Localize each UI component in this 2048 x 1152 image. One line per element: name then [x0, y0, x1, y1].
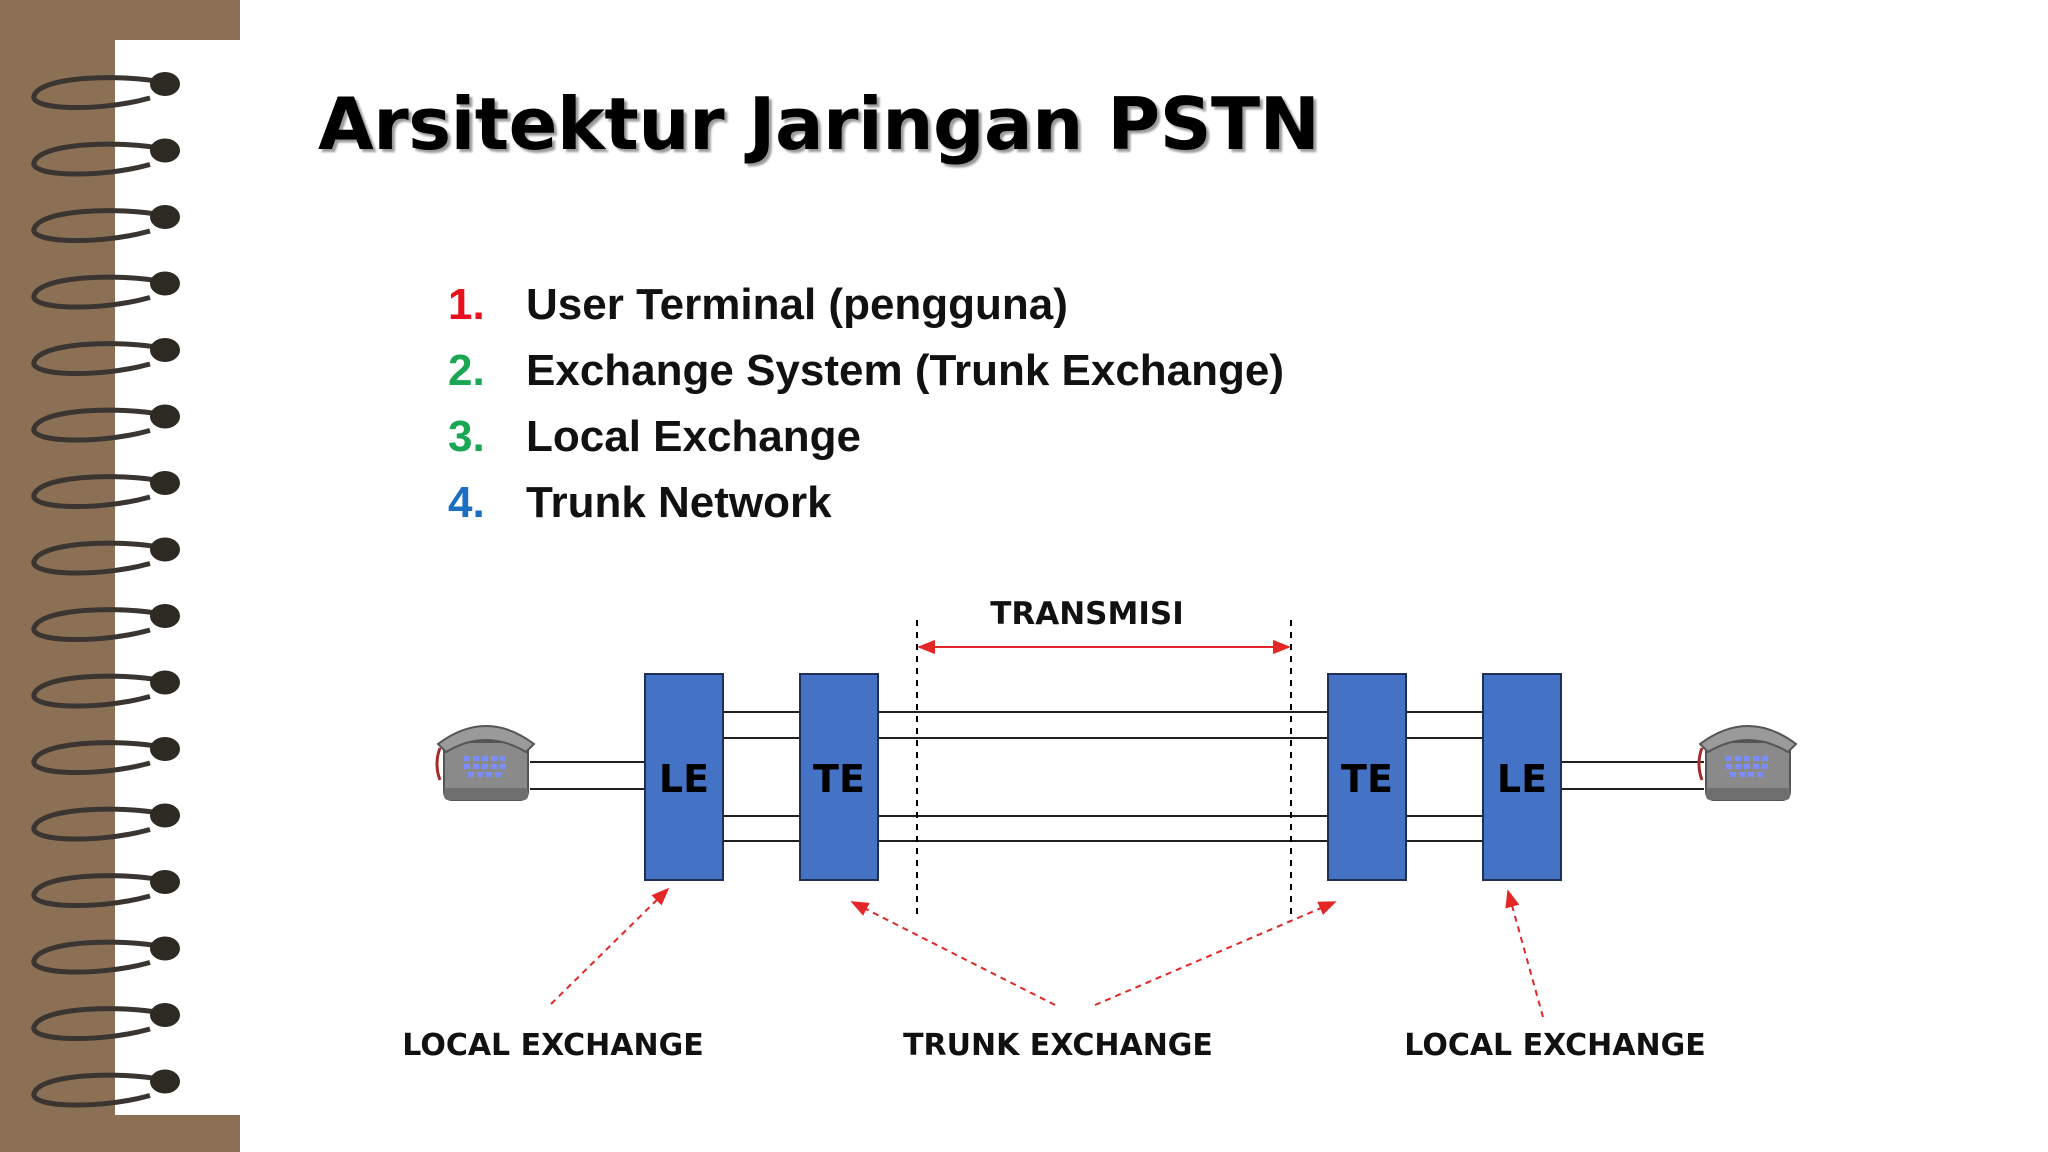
node-label: TE	[813, 757, 865, 801]
agenda-item-number: 2.	[448, 346, 485, 395]
local-exchange-left: LE	[644, 673, 724, 881]
spiral-ring	[31, 407, 163, 443]
spiral-ring	[31, 939, 163, 975]
binder-hole	[150, 737, 180, 761]
slide-title: Arsitektur Jaringan PSTN	[318, 82, 1320, 166]
agenda-item-number: 4.	[448, 478, 485, 527]
agenda-list: 1. User Terminal (pengguna) 2. Exchange Sy…	[448, 272, 1284, 536]
node-label: LE	[659, 757, 709, 801]
binder-hole	[150, 471, 180, 495]
spiral-ring	[31, 208, 163, 243]
spiral-ring	[31, 873, 163, 908]
binder-hole	[150, 72, 180, 96]
binder-hole	[150, 1003, 180, 1027]
subscriber-lines	[530, 761, 1704, 790]
binder-hole	[150, 803, 180, 828]
binder-hole	[150, 604, 180, 628]
telephone-icon	[1697, 725, 1798, 801]
agenda-item: 3. Local Exchange	[448, 404, 1284, 470]
agenda-item-number: 3.	[448, 412, 485, 461]
spiral-ring	[31, 274, 163, 310]
agenda-item: 4. Trunk Network	[448, 470, 1284, 536]
spiral-ring	[31, 1006, 163, 1041]
binder-hole	[150, 1069, 180, 1094]
spiral-ring	[31, 341, 163, 376]
agenda-item-text: Trunk Network	[526, 478, 832, 527]
callout-trunk-exchange: TRUNK EXCHANGE	[903, 1028, 1213, 1063]
trunk-exchange-left: TE	[799, 673, 879, 881]
spiral-ring	[31, 740, 163, 775]
agenda-item: 2. Exchange System (Trunk Exchange)	[448, 338, 1284, 404]
callout-local-exchange-left: LOCAL EXCHANGE	[402, 1028, 703, 1063]
trunk-exchange-right: TE	[1327, 673, 1407, 881]
agenda-item: 1. User Terminal (pengguna)	[448, 272, 1284, 338]
node-label: LE	[1497, 757, 1547, 801]
spiral-ring	[31, 607, 163, 642]
agenda-item-text: Local Exchange	[526, 412, 862, 461]
binder-hole	[150, 537, 180, 562]
transmission-span: TRANSMISI	[916, 596, 1292, 920]
spiral-ring	[31, 540, 163, 576]
agenda-item-text: Exchange System (Trunk Exchange)	[526, 346, 1285, 395]
callout-local-exchange-right: LOCAL EXCHANGE	[1404, 1028, 1705, 1063]
callout-arrows	[550, 887, 1544, 1018]
binder-hole	[150, 338, 180, 362]
local-exchange-right: LE	[1482, 673, 1562, 881]
binder-hole	[150, 138, 180, 163]
node-label: TE	[1341, 757, 1393, 801]
spiral-ring	[31, 1072, 163, 1108]
binder-hole	[150, 936, 180, 961]
binder-hole	[150, 404, 180, 429]
telephone-icon	[435, 725, 536, 801]
agenda-item-text: User Terminal (pengguna)	[526, 280, 1068, 329]
binder-hole	[150, 670, 180, 695]
transmission-label: TRANSMISI	[990, 596, 1184, 632]
spiral-ring	[31, 141, 163, 177]
agenda-item-number: 1.	[448, 280, 485, 329]
spiral-ring	[31, 673, 163, 709]
spiral-binder	[0, 0, 240, 1152]
spiral-ring	[31, 75, 163, 110]
binder-hole	[150, 205, 180, 229]
binder-hole	[150, 271, 180, 296]
spiral-ring	[31, 474, 163, 509]
binder-hole	[150, 870, 180, 894]
spiral-ring	[31, 806, 163, 842]
